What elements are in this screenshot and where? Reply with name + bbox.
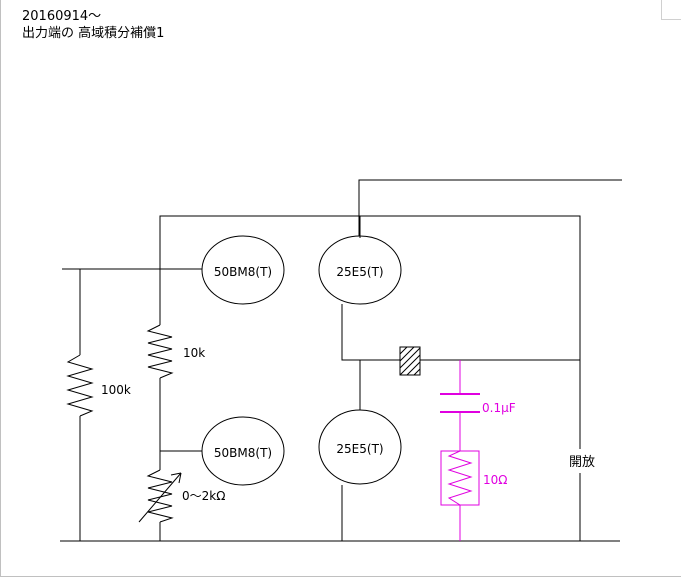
variable-resistor-icon: [138, 469, 182, 523]
tube-label-lower-left: 50BM8(T): [214, 446, 272, 460]
wires: [60, 179, 622, 542]
capacitor-icon: [440, 393, 480, 413]
tube-lower-left: [201, 416, 285, 486]
comp-resistor-icon: [447, 450, 473, 506]
tube-label-lower-right: 25E5(T): [336, 442, 383, 456]
label-open: 開放: [569, 455, 595, 470]
label-10k: 10k: [183, 346, 205, 360]
tube-upper-left: [201, 235, 285, 305]
tube-lower-right: [318, 409, 402, 485]
top-bus-wire: [159, 215, 581, 541]
compensation-branch: [440, 360, 480, 541]
tube-label-upper-left: 50BM8(T): [214, 265, 272, 279]
header: 20160914～ 出力端の 高域積分補償1: [22, 8, 164, 42]
header-date: 20160914～: [22, 9, 102, 24]
resistor-100k-icon: [66, 354, 94, 417]
label-100k: 100k: [101, 383, 131, 397]
label-cap: 0.1μF: [482, 401, 516, 415]
resistor-10k-icon: [146, 324, 174, 379]
label-open-bg: [555, 449, 603, 473]
frame-left-border: [0, 0, 1, 577]
header-title: 出力端の 高域積分補償1: [22, 26, 165, 41]
upper-plate-wire: [341, 304, 400, 361]
frame-corner-box: [661, 0, 681, 20]
output-wire: [358, 179, 622, 238]
tube-label-upper-right: 25E5(T): [336, 265, 383, 279]
hatched-coil-icon: [399, 346, 421, 376]
label-10ohm: 10Ω: [483, 473, 507, 487]
label-vr: 0～2kΩ: [182, 489, 225, 503]
